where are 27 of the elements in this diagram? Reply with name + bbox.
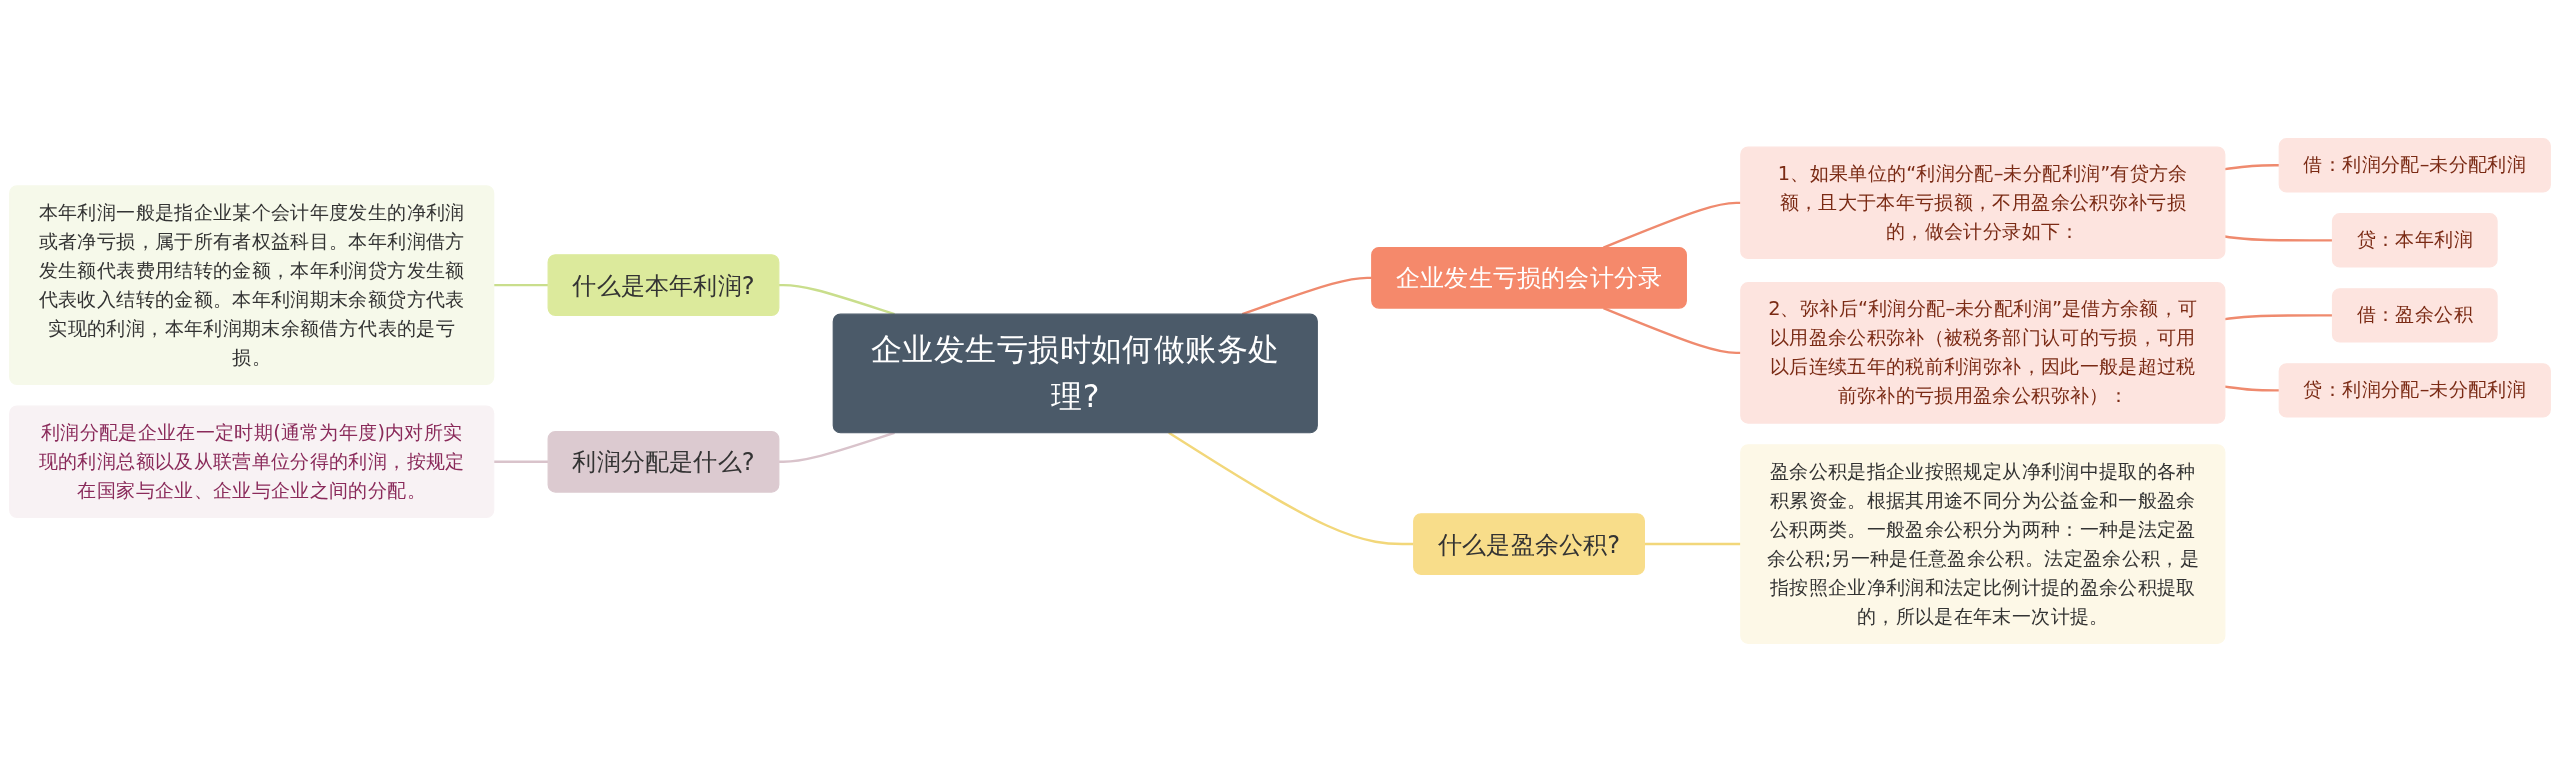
node-box: 借：盈余公积 xyxy=(2331,288,2498,343)
node-box: 什么是本年利润? xyxy=(547,254,780,316)
connector xyxy=(2224,164,2280,171)
connector xyxy=(493,460,549,463)
connector xyxy=(1603,201,1741,249)
node-box: 企业发生亏损时如何做账务处理? xyxy=(832,313,1318,434)
connector xyxy=(1241,276,1372,316)
connector xyxy=(1168,431,1414,546)
connector xyxy=(778,431,895,463)
node-box: 什么是盈余公积? xyxy=(1413,513,1645,575)
connector xyxy=(2224,385,2280,392)
node-box: 利润分配是企业在一定时期(通常为年度)内对所实现的利润总额以及从联营单位分得的利润，按规定在国家与企业、企业与企业之间的分配。 xyxy=(9,405,495,519)
connector xyxy=(2224,314,2333,321)
connector xyxy=(2224,235,2333,242)
node-box: 2、弥补后“利润分配–未分配利润”是借方余额，可以用盈余公积弥补（被税务部门认可的亏损，可用以后连续五年的税前利润弥补，因此一般是超过税前弥补的亏损用盈余公积弥补）： xyxy=(1740,282,2226,424)
node-box: 本年利润一般是指企业某个会计年度发生的净利润或者净亏损，属于所有者权益科目。本年利润借方发生额代表费用结转的金额，本年利润贷方发生额代表收入结转的金额。本年利润期末余额贷方代表实现的利润，本年利润期末余额借方代表的是亏损。 xyxy=(9,185,495,385)
node-box: 贷：本年利润 xyxy=(2331,213,2498,268)
node-box: 盈余公积是指企业按照规定从净利润中提取的各种积累资金。根据其用途不同分为公益金和一般盈余公积两类。一般盈余公积分为两种：一种是法定盈余公积;另一种是任意盈余公积。法定盈余公积，是指按照企业净利润和法定比例计提的盈余公积提取的，所以是在年末一次计提。 xyxy=(1740,444,2226,644)
node-box: 利润分配是什么? xyxy=(547,430,780,493)
connector xyxy=(778,283,895,316)
node-box: 借：利润分配–未分配利润 xyxy=(2278,138,2551,193)
node-box: 企业发生亏损的会计分录 xyxy=(1371,247,1687,309)
node-box: 贷：利润分配–未分配利润 xyxy=(2278,363,2551,418)
connector xyxy=(1603,307,1741,355)
connector xyxy=(1644,542,1741,546)
connector xyxy=(493,283,549,287)
node-box: 1、如果单位的“利润分配–未分配利润”有贷方余额，且大于本年亏损额，不用盈余公积弥补亏损的，做会计分录如下： xyxy=(1740,146,2226,260)
